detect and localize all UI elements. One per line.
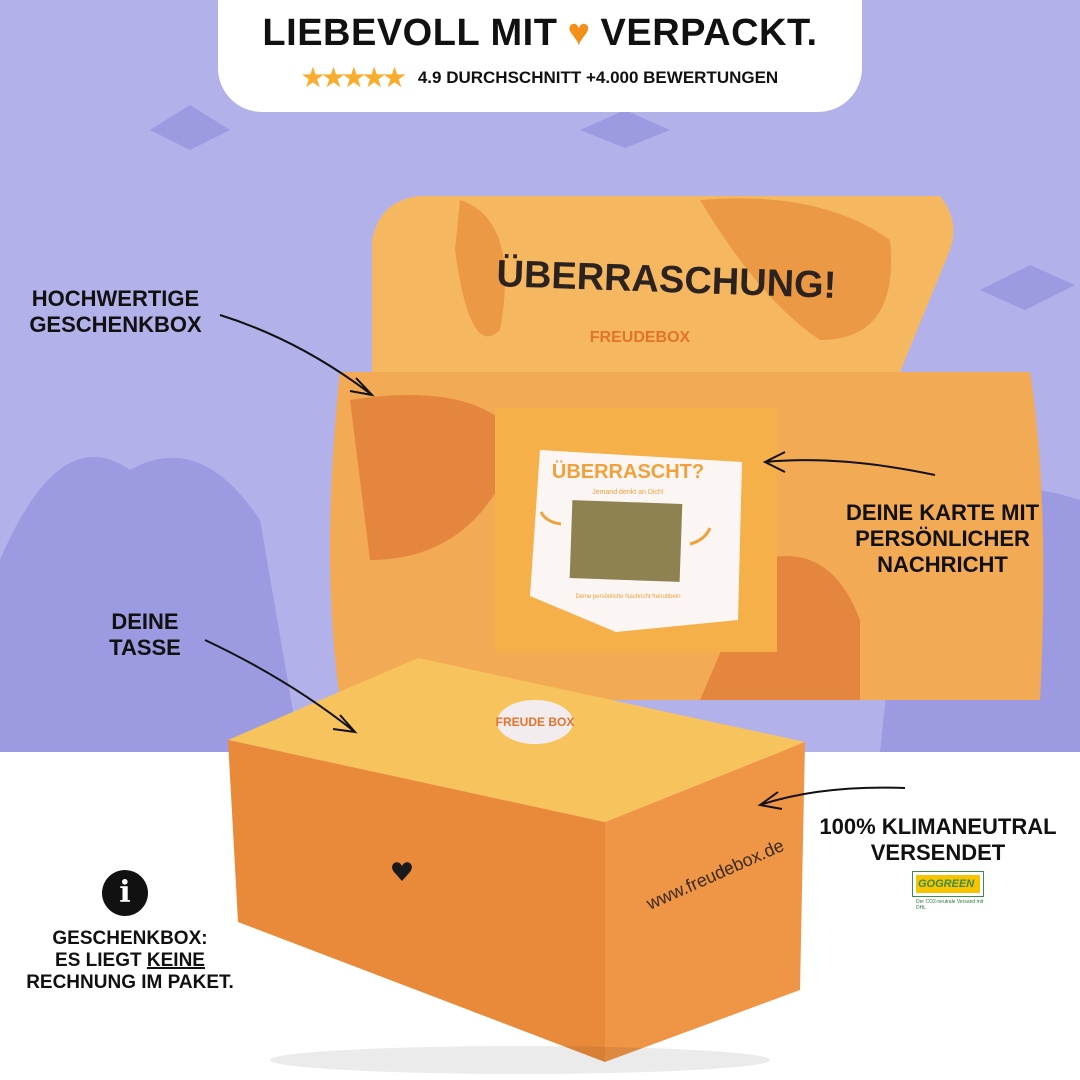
label-box-quality: HOCHWERTIGE GESCHENKBOX (18, 286, 213, 338)
label-line: DEINE KARTE MIT (845, 500, 1040, 525)
sticker-text: FREUDE BOX (496, 715, 575, 729)
headline: LIEBEVOLL MIT ♥ VERPACKT. (218, 12, 862, 55)
arrow-climate (757, 786, 906, 810)
card-footer: Deine persönliche Nachricht freirubbeln (575, 594, 680, 600)
scratch-field (569, 500, 683, 582)
label-line: PERSÖNLICHER (855, 526, 1030, 551)
gogreen-logo: GOGREEN (912, 871, 984, 897)
card-title: ÜBERRASCHT? (552, 460, 704, 483)
label-line: ES LIEGT KEINE (5, 950, 255, 972)
label-line: HOCHWERTIGE (31, 286, 200, 311)
label-line: VERSENDET (870, 840, 1006, 865)
label-line: GESCHENKBOX (29, 312, 202, 337)
label-invoice: GESCHENKBOX: ES LIEGT KEINE RECHNUNG IM … (5, 928, 255, 994)
brand-logo: FREUDEBOX (590, 329, 691, 346)
gogreen-caption: Der CO2-neutrale Versand mit DHL (916, 899, 984, 911)
label-line: NACHRICHT (877, 552, 1008, 577)
info-icon: i (102, 870, 148, 916)
gogreen-text: GOGREEN (916, 875, 980, 893)
sticker (497, 700, 573, 744)
arrows (204, 314, 936, 810)
label-line: DEINE (111, 609, 179, 634)
rating-text: 4.9 DURCHSCHNITT +4.000 BEWERTUNGEN (417, 68, 779, 87)
label-line: TASSE (109, 635, 181, 660)
arrow-box-quality (219, 314, 375, 397)
arrow-card (762, 451, 936, 476)
label-card: DEINE KARTE MIT PERSÖNLICHER NACHRICHT (820, 500, 1065, 578)
header-banner: LIEBEVOLL MIT ♥ VERPACKT. ★★★★★ 4.9 DURC… (218, 0, 862, 112)
headline-end: VERPACKT. (600, 12, 818, 54)
label-emphasis: KEINE (146, 950, 205, 971)
label-mug: DEINE TASSE (80, 609, 210, 661)
box-front (228, 740, 605, 1062)
heart-icon: ♥ (567, 12, 591, 54)
heart-icon (392, 862, 412, 881)
star-rating-icon: ★★★★★ (301, 64, 406, 92)
headline-start: LIEBEVOLL MIT (262, 12, 558, 54)
label-line: GESCHENKBOX: (52, 928, 208, 949)
rating: ★★★★★ 4.9 DURCHSCHNITT +4.000 BEWERTUNGE… (218, 63, 862, 93)
card-subtitle: Jemand denkt an Dich! (592, 489, 664, 496)
label-text: ES LIEGT (55, 950, 147, 971)
box-side (605, 742, 805, 1062)
label-line: RECHNUNG IM PAKET. (26, 972, 234, 993)
label-line: 100% KLIMANEUTRAL (819, 814, 1057, 839)
label-climate: 100% KLIMANEUTRAL VERSENDET (800, 814, 1076, 866)
arrow-mug (204, 639, 358, 734)
